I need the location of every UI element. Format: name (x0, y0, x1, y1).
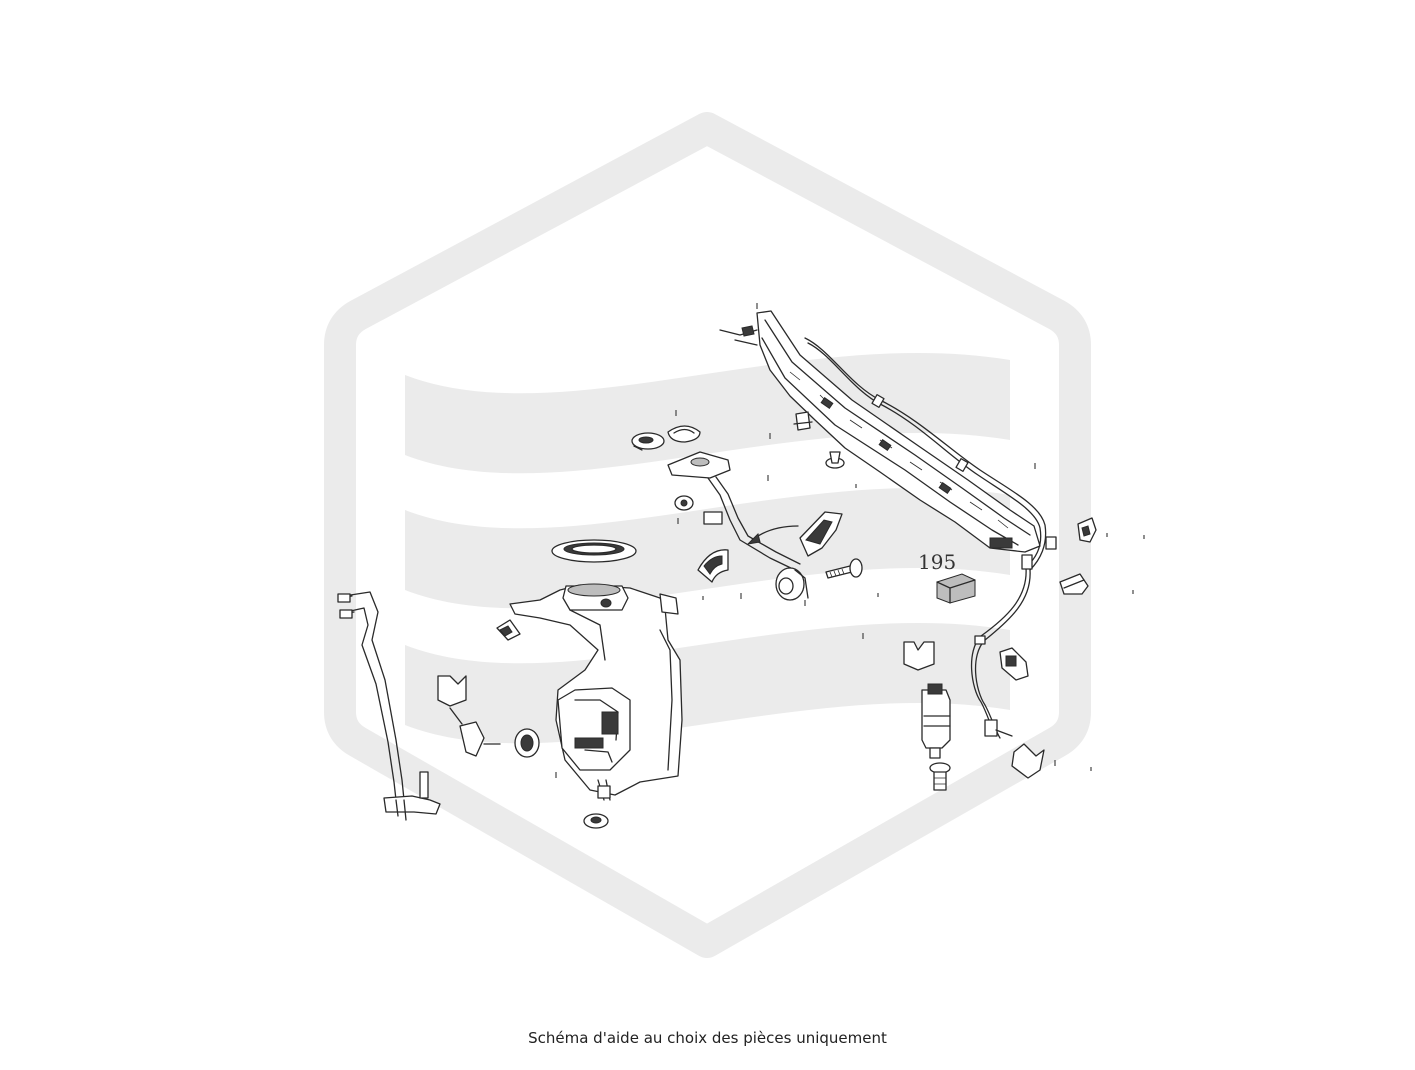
filler-seal (667, 425, 701, 443)
nozzle-connector (999, 647, 1029, 681)
nut (674, 495, 694, 511)
filler-cap (631, 432, 665, 451)
level-sensor (437, 675, 501, 757)
pump-grommet (514, 728, 540, 758)
elbow-seal (697, 549, 729, 583)
part-195: 195 (918, 550, 976, 604)
washer-hose-left (337, 591, 441, 821)
filler-ring (551, 539, 637, 563)
diagram-caption: Schéma d'aide au choix des pièces unique… (528, 1029, 887, 1047)
watermark-wave-bottom (405, 622, 1010, 744)
watermark-wave-top (405, 352, 1010, 474)
watermark-hexagon (324, 112, 1091, 958)
screw (825, 558, 863, 579)
washer-hose-upper (804, 337, 1057, 571)
watermark-wave-middle (405, 487, 1010, 609)
indicator-arrow (746, 525, 799, 545)
clip-grommet (825, 451, 845, 469)
hose-clip (496, 619, 521, 641)
drain-grommet (583, 813, 609, 829)
washer-hose-right (970, 554, 1033, 739)
part-number-label: 195 (918, 550, 956, 574)
filler-neck (667, 451, 809, 601)
cowl-panel (719, 310, 1041, 553)
grommet-seal (799, 511, 843, 557)
clip-upper (793, 411, 813, 431)
watermark-logo (324, 112, 1091, 958)
reference-ticks (555, 303, 1145, 778)
pump-label-shape (1011, 743, 1045, 779)
nozzle-brackets (1059, 517, 1097, 595)
washer-pump (903, 641, 951, 759)
washer-reservoir (509, 583, 683, 801)
pump-seal (929, 762, 951, 791)
